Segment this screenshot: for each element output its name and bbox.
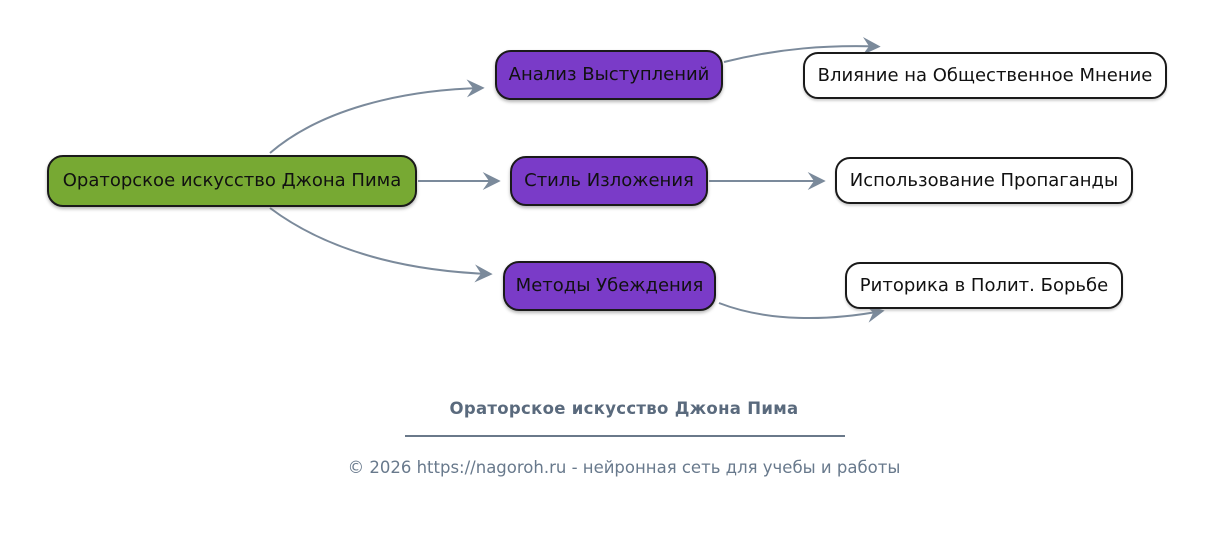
root-node: Ораторское искусство Джона Пима [47, 155, 417, 207]
edge-root-to-analysis [269, 79, 485, 154]
branch-node-speech-analysis: Анализ Выступлений [495, 50, 723, 100]
leaf-node-political-rhetoric: Риторика в Полит. Борьбе [845, 262, 1123, 309]
footer-copyright: © 2026 https://nagoroh.ru - нейронная се… [347, 458, 901, 477]
branch-node-persuasion-methods: Методы Убеждения [503, 261, 716, 311]
leaf-node-propaganda-use: Использование Пропаганды [835, 157, 1133, 204]
leaf-node-public-opinion-influence: Влияние на Общественное Мнение [803, 52, 1167, 99]
leaf-node-label: Влияние на Общественное Мнение [817, 64, 1153, 86]
branch-node-presentation-style: Стиль Изложения [510, 156, 708, 206]
leaf-node-label: Риторика в Полит. Борьбе [859, 274, 1109, 296]
branch-node-label: Анализ Выступлений [508, 64, 710, 86]
edge-root-to-methods [269, 207, 493, 283]
leaf-node-label: Использование Пропаганды [849, 169, 1119, 191]
branch-node-label: Стиль Изложения [524, 170, 694, 192]
footer-divider [405, 435, 845, 437]
footer-title: Ораторское искусство Джона Пима [449, 399, 799, 418]
root-node-label: Ораторское искусство Джона Пима [62, 170, 402, 192]
branch-node-label: Методы Убеждения [515, 275, 704, 297]
